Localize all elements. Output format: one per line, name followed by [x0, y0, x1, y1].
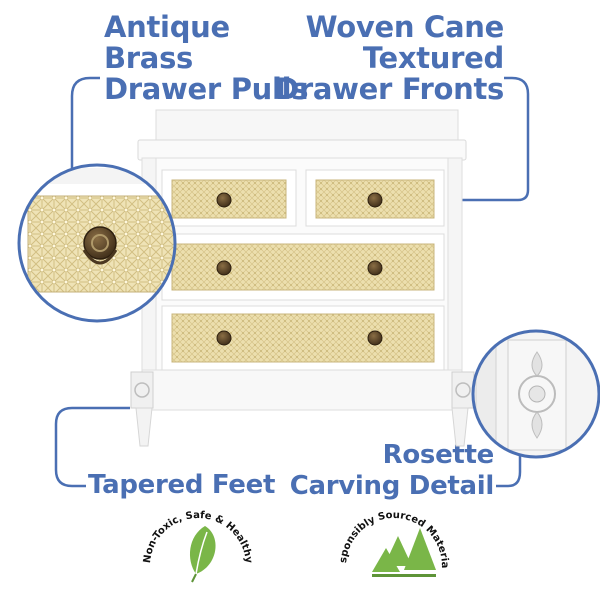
callout-rosette-line-1: Rosette	[382, 440, 495, 470]
callout-rosette-line-2: Carving Detail	[289, 471, 495, 501]
leader-line-feet	[54, 406, 130, 488]
zoom-brass-pull	[17, 163, 177, 323]
callout-woven-cane: Woven Cane Textured Drawer Fronts	[275, 12, 504, 105]
trees-icon	[372, 528, 436, 577]
callout-cane-line-2: Textured	[362, 41, 504, 75]
drawer-pull	[216, 192, 383, 346]
callout-feet-line: Tapered Feet	[88, 470, 276, 500]
leaf-icon	[189, 526, 216, 583]
dresser	[130, 109, 475, 447]
callout-rosette: Rosette Carving Detail	[289, 440, 495, 502]
leader-line-cane	[462, 76, 530, 202]
callout-tapered-feet: Tapered Feet	[88, 470, 275, 501]
badge-non-toxic: Non-Toxic, Safe & Healthy	[142, 510, 254, 583]
zoom-rosette	[471, 329, 600, 459]
callout-brass-line-1: Antique	[104, 10, 230, 44]
callout-brass-line-2: Brass	[104, 41, 193, 75]
callout-brass-line-3: Drawer Pulls	[104, 72, 309, 106]
leader-line-brass	[70, 76, 100, 168]
leader-line-rosette	[496, 455, 522, 488]
callout-cane-line-1: Woven Cane	[305, 10, 505, 44]
callout-cane-line-3: Drawer Fronts	[275, 72, 504, 106]
callout-brass-pulls: Antique Brass Drawer Pulls	[104, 10, 309, 106]
